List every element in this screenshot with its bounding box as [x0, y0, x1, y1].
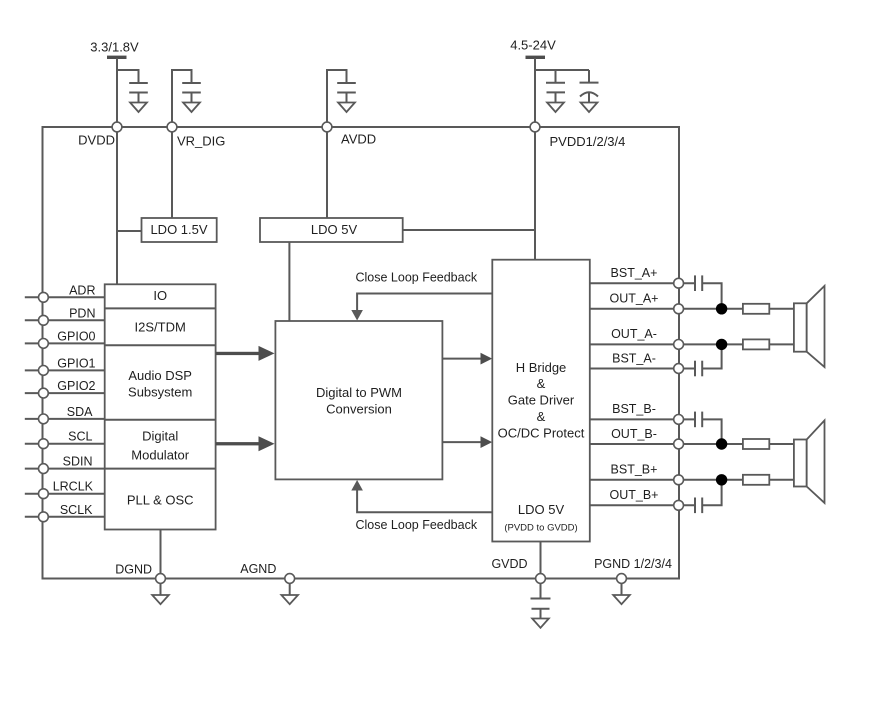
- svg-text:DVDD: DVDD: [78, 133, 115, 148]
- svg-text:BST_B-: BST_B-: [612, 402, 656, 416]
- svg-text:GPIO0: GPIO0: [57, 329, 95, 343]
- svg-text:LRCLK: LRCLK: [53, 480, 94, 494]
- svg-text:Conversion: Conversion: [326, 402, 392, 417]
- svg-text:Subsystem: Subsystem: [128, 385, 192, 400]
- svg-text:LDO 1.5V: LDO 1.5V: [150, 222, 207, 237]
- svg-text:BST_A+: BST_A+: [611, 266, 658, 280]
- svg-text:Modulator: Modulator: [131, 448, 189, 463]
- svg-text:3.3/1.8V: 3.3/1.8V: [90, 40, 139, 55]
- svg-text:I2S/TDM: I2S/TDM: [135, 320, 186, 335]
- svg-text:&: &: [537, 376, 546, 391]
- svg-text:BST_B+: BST_B+: [611, 463, 658, 477]
- svg-text:ADR: ADR: [69, 283, 95, 297]
- svg-text:OUT_B-: OUT_B-: [611, 427, 657, 441]
- svg-text:SDA: SDA: [67, 405, 93, 419]
- svg-text:GPIO1: GPIO1: [57, 356, 95, 370]
- svg-text:DGND: DGND: [115, 563, 152, 577]
- svg-text:SCL: SCL: [68, 430, 92, 444]
- svg-text:IO: IO: [153, 288, 167, 303]
- svg-text:GPIO2: GPIO2: [57, 379, 95, 393]
- svg-text:&: &: [537, 409, 546, 424]
- svg-text:Digital: Digital: [142, 429, 178, 444]
- svg-text:Close Loop Feedback: Close Loop Feedback: [355, 271, 477, 285]
- svg-text:PDN: PDN: [69, 306, 95, 320]
- svg-text:VR_DIG: VR_DIG: [177, 134, 225, 149]
- svg-text:Close Loop Feedback: Close Loop Feedback: [355, 518, 477, 532]
- svg-text:OC/DC Protect: OC/DC Protect: [498, 426, 585, 441]
- svg-text:AVDD: AVDD: [341, 132, 376, 147]
- svg-text:PLL & OSC: PLL & OSC: [127, 493, 194, 508]
- svg-text:AGND: AGND: [240, 562, 276, 576]
- svg-text:Gate Driver: Gate Driver: [508, 393, 575, 408]
- svg-text:OUT_B+: OUT_B+: [610, 488, 659, 502]
- svg-text:LDO 5V: LDO 5V: [518, 502, 565, 517]
- svg-text:SDIN: SDIN: [63, 455, 93, 469]
- svg-text:(PVDD to GVDD): (PVDD to GVDD): [504, 523, 577, 534]
- svg-text:PVDD1/2/3/4: PVDD1/2/3/4: [550, 134, 626, 149]
- svg-text:OUT_A-: OUT_A-: [611, 327, 657, 341]
- svg-text:GVDD: GVDD: [491, 557, 527, 571]
- svg-text:Audio DSP: Audio DSP: [128, 368, 192, 383]
- svg-text:SCLK: SCLK: [60, 503, 93, 517]
- svg-text:H Bridge: H Bridge: [516, 360, 567, 375]
- svg-text:PGND 1/2/3/4: PGND 1/2/3/4: [594, 557, 672, 571]
- svg-text:OUT_A+: OUT_A+: [610, 292, 659, 306]
- svg-text:Digital to PWM: Digital to PWM: [316, 385, 402, 400]
- svg-text:LDO 5V: LDO 5V: [311, 222, 358, 237]
- svg-text:BST_A-: BST_A-: [612, 351, 656, 365]
- svg-text:4.5-24V: 4.5-24V: [510, 38, 556, 53]
